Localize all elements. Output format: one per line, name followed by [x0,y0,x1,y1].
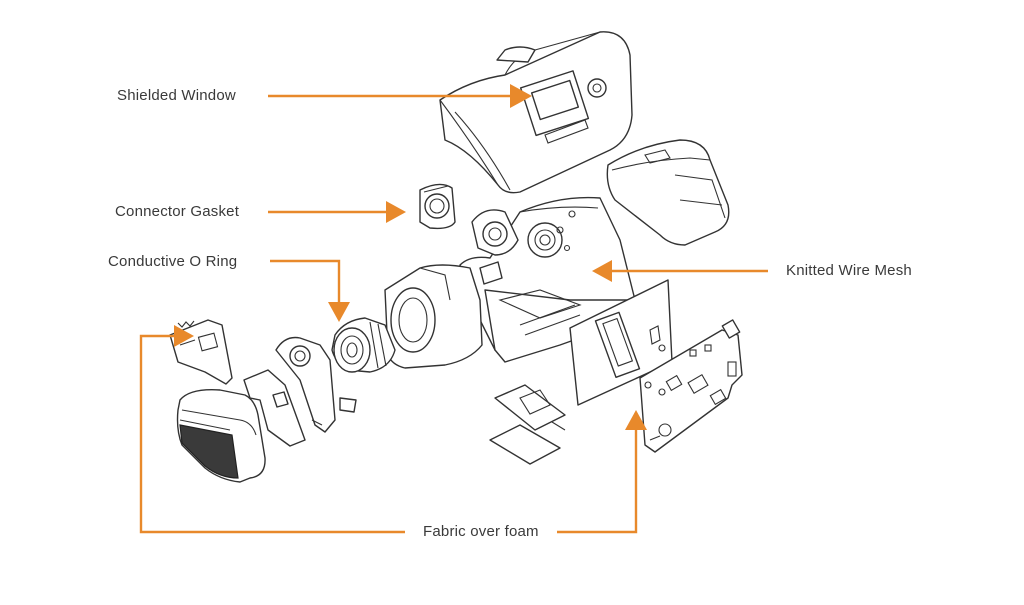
knitted-wire-mesh-leader [592,260,768,282]
blower-housing-part [384,264,483,369]
conductive-o-ring-label: Conductive O Ring [108,253,238,270]
conductive-o-ring-leader [270,259,350,322]
connector-piece-part [471,209,519,256]
connector-gasket-part [419,183,456,230]
foam-pad-part [489,424,561,465]
shielded-window-leader [268,84,532,108]
right-cover-part [606,139,730,246]
top-cover-part [439,31,633,194]
main-pcb-part [639,319,743,453]
shielded-window-label: Shielded Window [117,87,236,104]
fabric-over-foam-label: Fabric over foam [421,523,541,540]
sound-baffle-part [243,369,306,447]
connector-gasket-label: Connector Gasket [115,203,240,220]
chassis-part [459,196,636,363]
fabric-over-foam-leader [139,325,647,534]
front-bezel-part [176,389,266,483]
sensor-board-part [494,384,566,431]
connector-gasket-leader [268,201,406,223]
conductive-o-ring-part [331,317,396,373]
knitted-wire-mesh-label: Knitted Wire Mesh [786,262,912,279]
inlet-bracket-part [275,336,357,433]
